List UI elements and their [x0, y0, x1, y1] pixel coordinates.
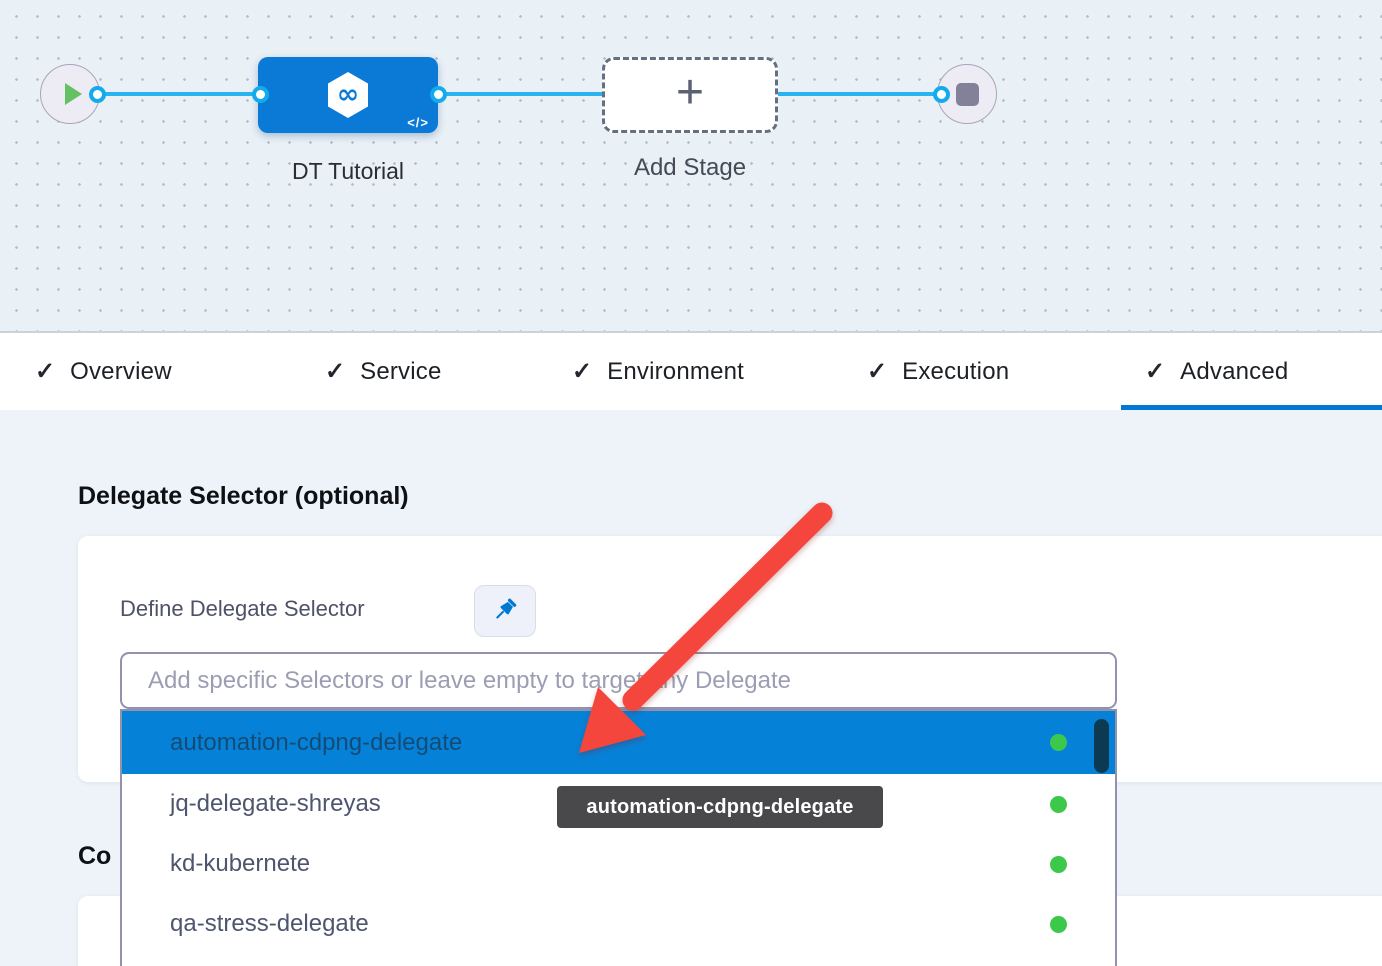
delegate-selector-input[interactable]: [120, 652, 1117, 709]
dropdown-item-label: qa-stress-delegate: [170, 910, 369, 937]
tab-label: Execution: [902, 357, 1010, 385]
svg-text:∞: ∞: [337, 79, 360, 110]
add-stage-node[interactable]: +: [602, 57, 778, 133]
delegate-status-dot: [1050, 855, 1067, 873]
check-icon: ✓: [35, 358, 56, 385]
delegate-status-dot: [1050, 734, 1067, 751]
harness-cd-icon: ∞: [328, 72, 368, 118]
port-stage-in[interactable]: [252, 86, 269, 103]
tab-environment[interactable]: ✓ Environment: [572, 333, 744, 410]
port-start-out[interactable]: [89, 86, 106, 103]
delegate-dropdown[interactable]: automation-cdpng-delegate jq-delegate-sh…: [120, 709, 1117, 966]
dropdown-item-label: kd-kubernete: [170, 850, 311, 877]
port-stage-out[interactable]: [430, 86, 447, 103]
tab-advanced[interactable]: ✓ Advanced: [1145, 333, 1288, 410]
check-icon: ✓: [325, 358, 346, 385]
tab-overview[interactable]: ✓ Overview: [35, 333, 172, 410]
tab-label: Service: [360, 357, 442, 385]
check-icon: ✓: [1145, 358, 1166, 385]
delegate-selector-title: Delegate Selector (optional): [78, 482, 409, 510]
tab-label: Environment: [607, 357, 745, 385]
port-end-in[interactable]: [933, 86, 950, 103]
dropdown-item-label: automation-cdpng-delegate: [170, 728, 463, 756]
code-icon[interactable]: </>: [407, 115, 429, 130]
edge-stage-to-addstage: [438, 92, 602, 96]
dropdown-item-automation-cdpng-delegate[interactable]: automation-cdpng-delegate: [122, 711, 1115, 774]
dropdown-item-qa-stress-delegate[interactable]: qa-stress-delegate: [122, 894, 1115, 954]
delegate-tooltip: automation-cdpng-delegate: [557, 786, 883, 828]
stage-label: DT Tutorial: [291, 158, 405, 184]
tab-label: Advanced: [1180, 357, 1289, 385]
dropdown-item-kd-kubernete[interactable]: kd-kubernete: [122, 834, 1115, 894]
tab-execution[interactable]: ✓ Execution: [867, 333, 1009, 410]
plus-icon: +: [675, 65, 705, 119]
delegate-status-dot: [1050, 795, 1067, 813]
delegate-status-dot: [1050, 915, 1067, 933]
dropdown-item-label: jq-delegate-shreyas: [170, 790, 381, 817]
stage-tabbar: ✓ Overview ✓ Service ✓ Environment ✓ Exe…: [0, 331, 1382, 410]
edge-addstage-to-end: [778, 92, 941, 96]
stop-icon: [955, 82, 979, 106]
pipeline-end-node[interactable]: [937, 64, 997, 124]
edge-start-to-stage: [97, 92, 260, 96]
stage-node-dt-tutorial[interactable]: ∞ </>: [258, 57, 438, 133]
dropdown-scrollbar-thumb[interactable]: [1094, 719, 1109, 773]
tab-service[interactable]: ✓ Service: [325, 333, 442, 410]
tab-label: Overview: [70, 357, 172, 385]
active-tab-underline: [1121, 405, 1382, 410]
pipeline-canvas[interactable]: ∞ </> DT Tutorial + Add Stage: [0, 0, 1382, 331]
advanced-tab-panel: Delegate Selector (optional) Co Define D…: [0, 410, 1382, 966]
define-delegate-selector-label: Define Delegate Selector: [120, 596, 365, 621]
pin-toggle-button[interactable]: [474, 585, 536, 637]
check-icon: ✓: [867, 358, 888, 385]
play-icon: [64, 83, 82, 105]
pushpin-icon: [496, 598, 517, 619]
next-section-heading-partial: Co: [78, 842, 112, 870]
add-stage-label: Add Stage: [633, 154, 747, 181]
check-icon: ✓: [572, 358, 593, 385]
dropdown-item-jq-delegate-shreyas[interactable]: jq-delegate-shreyas: [122, 774, 1115, 834]
